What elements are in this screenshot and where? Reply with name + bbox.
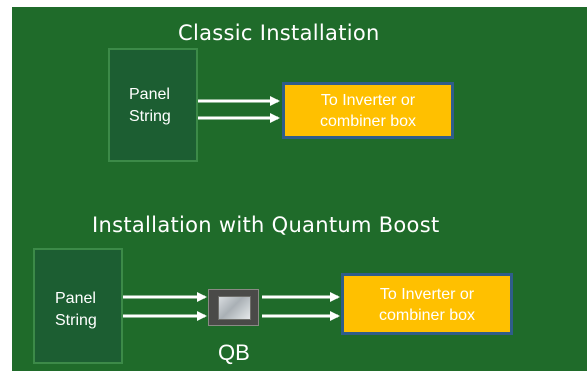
classic-panel-label-line1: Panel xyxy=(129,86,170,103)
connector-arrows xyxy=(123,96,340,321)
classic-panel-string-box: Panel String xyxy=(108,48,198,162)
quantum-boost-label: QB xyxy=(218,340,250,365)
quantum-panel-label-line1: Panel xyxy=(55,290,96,307)
classic-panel-label-line2: String xyxy=(129,108,171,125)
quantum-inverter-label-line1: To Inverter or xyxy=(379,286,475,303)
quantum-boost-device-image xyxy=(208,289,259,326)
classic-inverter-box: To Inverter or combiner box xyxy=(282,82,454,139)
quantum-panel-label-line2: String xyxy=(55,312,97,329)
classic-inverter-label-line1: To Inverter or xyxy=(320,92,416,109)
classic-installation-title: Classic Installation xyxy=(178,21,380,45)
quantum-inverter-box: To Inverter or combiner box xyxy=(341,273,513,335)
device-screen xyxy=(218,296,251,320)
quantum-inverter-label-line2: combiner box xyxy=(378,307,476,324)
classic-inverter-label-line2: combiner box xyxy=(319,113,417,130)
quantum-boost-title: Installation with Quantum Boost xyxy=(92,213,440,237)
quantum-panel-string-box: Panel String xyxy=(33,248,123,364)
diagram-canvas: Classic Installation Panel String To Inv… xyxy=(12,7,587,371)
